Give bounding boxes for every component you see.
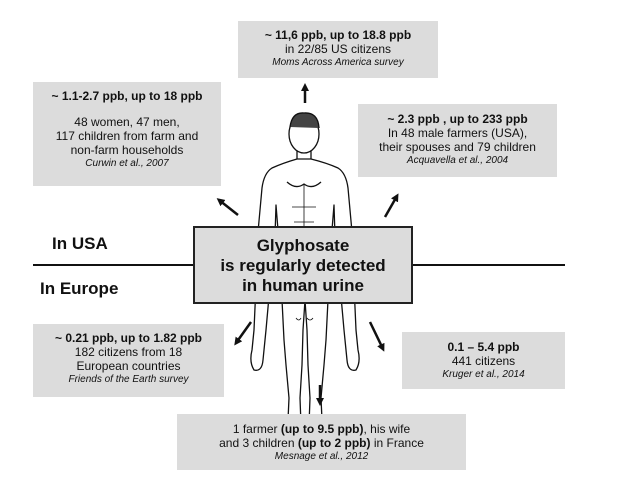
study-text: and 3 children [219,436,298,450]
study-box-foe: ~ 0.21 ppb, up to 1.82 ppb 182 citizens … [33,324,224,397]
study-detail: 48 women, 47 men, [74,115,180,129]
study-detail: in 22/85 US citizens [284,42,392,56]
study-detail: 117 children from farm and [55,129,199,143]
study-head: ~ 1.1-2.7 ppb, up to 18 ppb [51,89,203,103]
study-box-curwin: ~ 1.1-2.7 ppb, up to 18 ppb 48 women, 47… [33,82,221,186]
study-citation: Friends of the Earth survey [68,374,189,385]
study-detail-line-1: 1 farmer (up to 9.5 ppb), his wife [177,422,466,436]
center-statement-box: Glyphosate is regularly detected in huma… [193,226,413,304]
study-detail: European countries [76,359,181,373]
region-label-europe: In Europe [40,279,119,298]
study-head: ~ 2.3 ppb , up to 233 ppb [387,112,528,126]
arrow-to-curwin [216,198,239,216]
study-detail: their spouses and 79 children [379,140,536,154]
study-text: 1 farmer [232,422,281,436]
study-text: in France [370,436,424,450]
study-citation: Kruger et al., 2014 [442,369,525,380]
center-line-3: in human urine [242,276,364,295]
study-head: 0.1 – 5.4 ppb [447,340,520,354]
study-text: , his wife [363,422,411,436]
study-detail: In 48 male farmers (USA), [387,126,528,140]
study-box-mesnage: 1 farmer (up to 9.5 ppb), his wife and 3… [177,414,466,470]
study-box-kruger: 0.1 – 5.4 ppb 441 citizens Kruger et al.… [402,332,565,389]
center-line-1: Glyphosate [256,236,350,255]
arrow-to-foe [234,321,253,346]
study-citation: Moms Across America survey [272,57,404,68]
study-detail: 182 citizens from 18 [74,345,183,359]
arrow-to-kruger [368,321,385,352]
study-head: ~ 0.21 ppb, up to 1.82 ppb [54,331,203,345]
study-head: ~ 11,6 ppb, up to 18.8 ppb [264,28,412,42]
study-citation: Acquavella et al., 2004 [406,155,509,166]
study-citation: Curwin et al., 2007 [85,158,169,169]
study-box-moms: ~ 11,6 ppb, up to 18.8 ppb in 22/85 US c… [238,21,438,78]
study-citation: Mesnage et al., 2012 [274,451,369,462]
study-box-acquavella: ~ 2.3 ppb , up to 233 ppb In 48 male far… [358,104,557,177]
arrow-to-acquavella [383,193,399,218]
region-label-usa: In USA [52,234,108,253]
center-line-2: is regularly detected [220,256,386,275]
study-value: (up to 2 ppb) [297,436,371,450]
study-value: (up to 9.5 ppb) [280,422,364,436]
study-detail: non-farm households [70,143,184,157]
study-detail: 441 citizens [451,354,516,368]
study-detail-line-2: and 3 children (up to 2 ppb) in France [177,436,466,450]
